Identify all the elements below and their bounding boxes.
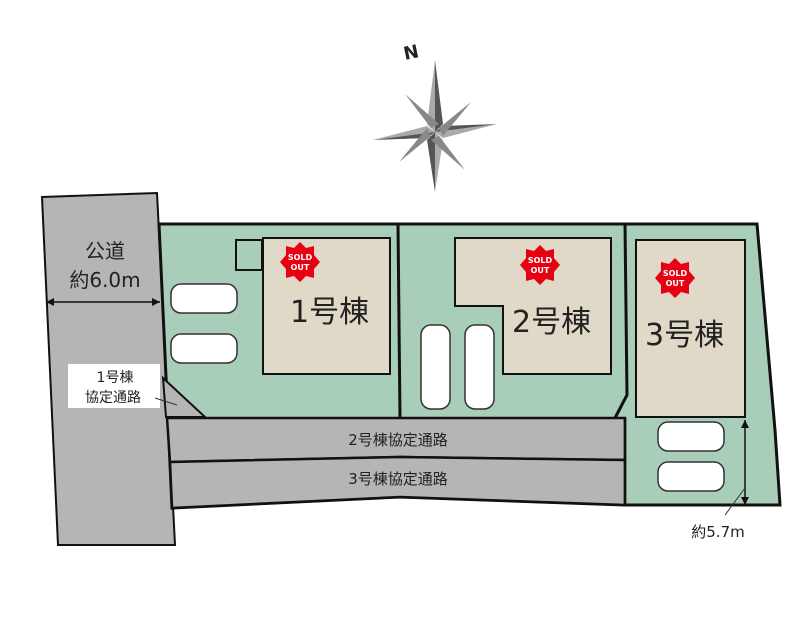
passage-1-label-line1: 1号棟: [97, 370, 134, 386]
compass-north-label: N: [402, 41, 421, 65]
sold-out-badge: SOLD OUT: [280, 242, 320, 282]
svg-text:SOLD: SOLD: [288, 253, 313, 262]
house-1-label: 1号棟: [290, 295, 369, 330]
passage-1-label-line2: 協定通路: [85, 390, 141, 406]
sold-out-badge: SOLD OUT: [520, 245, 560, 285]
svg-text:SOLD: SOLD: [528, 256, 553, 265]
house-2: [454, 237, 612, 375]
svg-text:OUT: OUT: [531, 266, 550, 275]
sold-out-badge: SOLD OUT: [655, 258, 695, 298]
passage-2-label: 2号棟協定通路: [348, 431, 448, 449]
house-3: [635, 239, 746, 418]
public-road-label: 公道: [85, 239, 125, 263]
passage-3-label: 3号棟協定通路: [348, 470, 448, 488]
house-3-label: 3号棟: [645, 318, 724, 353]
public-road-width: 約6.0m: [69, 268, 140, 292]
compass-icon: N: [373, 41, 497, 192]
svg-text:SOLD: SOLD: [663, 269, 688, 278]
svg-text:OUT: OUT: [291, 263, 310, 272]
car-icons: [170, 283, 725, 492]
house-2-label: 2号棟: [512, 305, 591, 340]
svg-text:OUT: OUT: [666, 279, 685, 288]
dimension-label: 約5.7m: [691, 523, 744, 541]
